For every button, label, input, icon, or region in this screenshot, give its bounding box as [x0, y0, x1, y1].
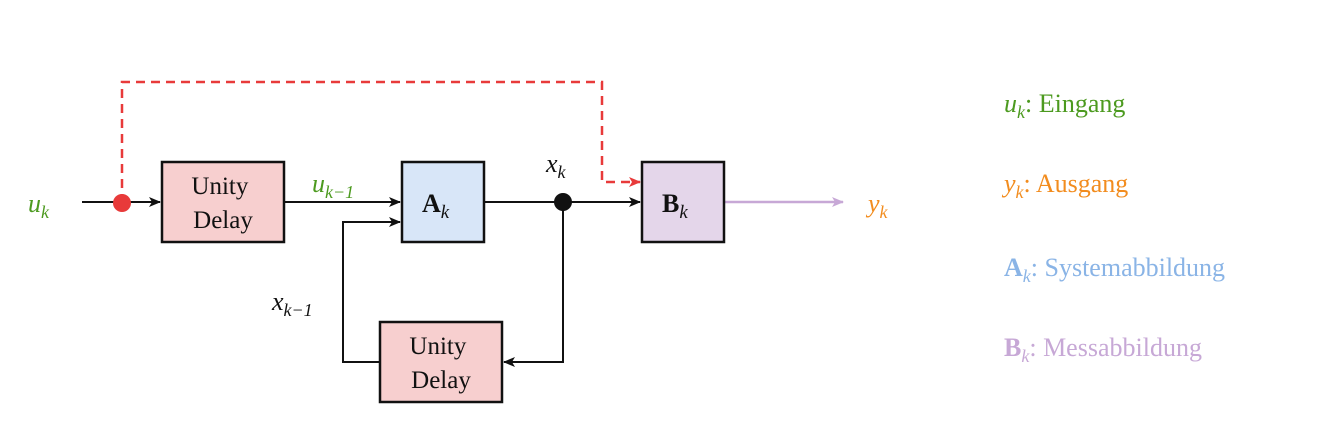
delay2-to-a-arrow [342, 217, 401, 363]
measurement-block-b [640, 160, 726, 244]
legend-input: uk: Eingang [1004, 89, 1125, 122]
svg-text:Unity Delay: Unity Delay [191, 173, 254, 234]
output-label: yk [865, 189, 889, 222]
bypass-path [120, 80, 641, 203]
legend-system-map: Ak: Systemabbildung [1004, 253, 1225, 286]
input-label: uk [28, 189, 50, 222]
delay1-line1: Unity [191, 173, 248, 200]
legend-measurement-map: Bk: Messabbildung [1004, 333, 1202, 366]
delayed-input-label: uk−1 [312, 169, 354, 202]
feedback-to-delay2-arrow [503, 202, 564, 367]
unity-delay-block-1 [160, 160, 286, 244]
unity-delay-block-2 [378, 320, 504, 404]
legend-output: yk: Ausgang [1001, 169, 1128, 202]
system-block-a [400, 160, 486, 244]
feedback-label: xk−1 [271, 287, 313, 320]
state-label: xk [545, 149, 567, 182]
state-split-node [554, 193, 572, 211]
block-b-label: Bk [662, 189, 688, 223]
block-a-label: Ak [422, 189, 450, 223]
delay1-line2: Delay [193, 207, 253, 234]
delay2-line1: Unity [409, 333, 466, 360]
input-split-node [113, 194, 131, 212]
svg-text:Unity Delay: Unity Delay [409, 333, 472, 394]
delay2-line2: Delay [411, 367, 471, 394]
